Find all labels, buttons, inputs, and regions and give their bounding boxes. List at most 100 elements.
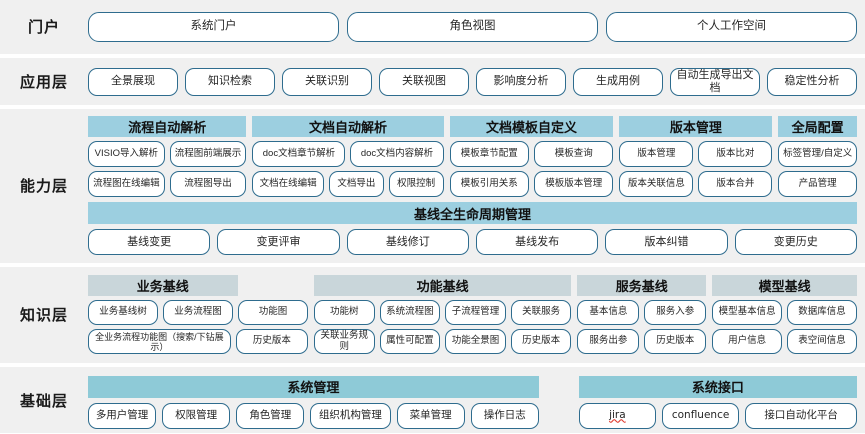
version-correction[interactable]: 版本纠错 <box>605 229 728 256</box>
knowledge-row: 模型基本信息 数据库信息 <box>712 300 858 326</box>
kn-full-business-process-function-chart[interactable]: 全业务流程功能图（搜索/下钻展示） <box>88 329 231 355</box>
base-interface-automation-platform[interactable]: 接口自动化平台 <box>745 402 858 429</box>
group-header-doc-parse: 文档自动解析 <box>252 116 444 138</box>
kn-history-version-function[interactable]: 历史版本 <box>510 329 572 355</box>
base-confluence[interactable]: confluence <box>661 402 740 429</box>
capability-row: 标签管理/自定义 <box>778 141 858 168</box>
change-review[interactable]: 变更评审 <box>217 229 340 256</box>
kn-service-input-param[interactable]: 服务入参 <box>644 300 707 326</box>
cap-template-reference-relation[interactable]: 模板引用关系 <box>449 171 529 198</box>
group-header-doc-template: 文档模板自定义 <box>449 116 614 138</box>
kn-business-baseline-tree[interactable]: 业务基线树 <box>88 300 158 326</box>
kn-function-panorama[interactable]: 功能全景图 <box>445 329 506 355</box>
app-item-relation-view[interactable]: 关联视图 <box>379 67 469 96</box>
knowledge-group-service-baseline: 服务基线 基本信息 服务入参 服务出参 历史版本 <box>577 275 707 355</box>
portal-item-system-portal[interactable]: 系统门户 <box>88 11 339 42</box>
foundation-group-system-management: 系统管理 多用户管理 权限管理 角色管理 组织机构管理 菜单管理 操作日志 <box>88 375 539 429</box>
layer-knowledge: 知识层 业务基线 业务基线树 业务流程图 功能图 全业务流程功能图（搜索/下钻展… <box>0 266 865 363</box>
portal-item-role-view[interactable]: 角色视图 <box>347 11 598 42</box>
kn-history-version-business[interactable]: 历史版本 <box>235 329 308 355</box>
group-header-model-baseline: 模型基线 <box>712 275 857 297</box>
kn-history-version-service[interactable]: 历史版本 <box>644 329 707 355</box>
knowledge-row: 服务出参 历史版本 <box>577 329 707 355</box>
app-item-auto-export-doc[interactable]: 自动生成导出文档 <box>670 67 760 96</box>
cap-doc-export[interactable]: 文档导出 <box>328 171 384 198</box>
baseline-change[interactable]: 基线变更 <box>88 229 211 256</box>
cap-template-version-mgmt[interactable]: 模板版本管理 <box>534 171 614 198</box>
cap-tag-management-custom[interactable]: 标签管理/自定义 <box>778 141 858 168</box>
capability-row: VISIO导入解析 流程图前端展示 <box>88 141 247 168</box>
knowledge-row: 基本信息 服务入参 <box>577 300 707 326</box>
kn-subprocess-management[interactable]: 子流程管理 <box>445 300 506 326</box>
group-header-version-mgmt: 版本管理 <box>619 116 773 138</box>
capability-group-process-parse: 流程自动解析 VISIO导入解析 流程图前端展示 流程图在线编辑 流程图导出 <box>88 116 247 198</box>
knowledge-row: 全业务流程功能图（搜索/下钻展示） 历史版本 <box>88 329 308 355</box>
kn-service-output-param[interactable]: 服务出参 <box>577 329 640 355</box>
baseline-revision[interactable]: 基线修订 <box>346 229 469 256</box>
kn-attribute-configurable[interactable]: 属性可配置 <box>379 329 441 355</box>
base-menu-management[interactable]: 菜单管理 <box>396 402 465 429</box>
capability-group-version-mgmt: 版本管理 版本管理 版本比对 版本关联信息 版本合并 <box>619 116 773 198</box>
kn-user-info[interactable]: 用户信息 <box>712 329 783 355</box>
cap-flowchart-export[interactable]: 流程图导出 <box>169 171 247 198</box>
cap-template-chapter-config[interactable]: 模板章节配置 <box>449 141 529 168</box>
knowledge-group-model-baseline: 模型基线 模型基本信息 数据库信息 用户信息 表空间信息 <box>712 275 858 355</box>
cap-version-merge[interactable]: 版本合并 <box>698 171 773 198</box>
layer-knowledge-body: 业务基线 业务基线树 业务流程图 功能图 全业务流程功能图（搜索/下钻展示） 历… <box>88 270 865 359</box>
knowledge-groups: 业务基线 业务基线树 业务流程图 功能图 全业务流程功能图（搜索/下钻展示） 历… <box>88 275 858 355</box>
cap-flowchart-frontend-display[interactable]: 流程图前端展示 <box>169 141 247 168</box>
foundation-groups: 系统管理 多用户管理 权限管理 角色管理 组织机构管理 菜单管理 操作日志 系统… <box>88 372 858 429</box>
layer-portal-body: 系统门户 角色视图 个人工作空间 <box>88 4 865 50</box>
knowledge-row: 用户信息 表空间信息 <box>712 329 858 355</box>
app-item-stability-analysis[interactable]: 稳定性分析 <box>767 67 857 96</box>
kn-database-info[interactable]: 数据库信息 <box>787 300 858 326</box>
layer-application-body: 全景展现 知识检索 关联识别 关联视图 影响度分析 生成用例 自动生成导出文档 … <box>88 60 865 104</box>
kn-model-basic-info[interactable]: 模型基本信息 <box>712 300 783 326</box>
app-item-panorama[interactable]: 全景展现 <box>88 67 178 96</box>
kn-system-flowchart[interactable]: 系统流程图 <box>379 300 441 326</box>
app-item-generate-usecase[interactable]: 生成用例 <box>573 67 663 96</box>
change-history[interactable]: 变更历史 <box>734 229 857 256</box>
base-role-management[interactable]: 角色管理 <box>236 402 305 429</box>
capability-row: 产品管理 <box>778 171 858 198</box>
kn-related-service[interactable]: 关联服务 <box>510 300 572 326</box>
app-item-impact-analysis[interactable]: 影响度分析 <box>476 67 566 96</box>
cap-visio-import-parse[interactable]: VISIO导入解析 <box>88 141 165 168</box>
cap-template-query[interactable]: 模板查询 <box>534 141 614 168</box>
cap-doc-chapter-parse[interactable]: doc文档章节解析 <box>252 141 346 168</box>
kn-business-flowchart[interactable]: 业务流程图 <box>162 300 233 326</box>
layer-label-portal: 门户 <box>27 19 60 37</box>
kn-function-tree[interactable]: 功能树 <box>313 300 375 326</box>
kn-related-business-rule[interactable]: 关联业务规则 <box>313 329 375 355</box>
cap-doc-content-parse[interactable]: doc文档内容解析 <box>350 141 444 168</box>
app-item-knowledge-search[interactable]: 知识检索 <box>185 67 275 96</box>
base-multi-user-management[interactable]: 多用户管理 <box>88 402 157 429</box>
cap-doc-online-edit[interactable]: 文档在线编辑 <box>252 171 324 198</box>
app-item-relation-recognition[interactable]: 关联识别 <box>282 67 372 96</box>
cap-flowchart-online-edit[interactable]: 流程图在线编辑 <box>88 171 165 198</box>
knowledge-row: 关联业务规则 属性可配置 功能全景图 历史版本 <box>313 329 572 355</box>
kn-tablespace-info[interactable]: 表空间信息 <box>787 329 858 355</box>
baseline-release[interactable]: 基线发布 <box>475 229 599 256</box>
group-header-process-parse: 流程自动解析 <box>88 116 247 138</box>
base-permission-management[interactable]: 权限管理 <box>162 402 231 429</box>
kn-service-basic-info[interactable]: 基本信息 <box>577 300 640 326</box>
foundation-row: 多用户管理 权限管理 角色管理 组织机构管理 菜单管理 操作日志 <box>88 402 539 429</box>
kn-function-chart[interactable]: 功能图 <box>237 300 308 326</box>
capability-row: 版本管理 版本比对 <box>619 141 773 168</box>
cap-permission-control[interactable]: 权限控制 <box>388 171 444 198</box>
cap-version-management[interactable]: 版本管理 <box>619 141 694 168</box>
cap-version-relation-info[interactable]: 版本关联信息 <box>619 171 694 198</box>
portal-item-personal-workspace[interactable]: 个人工作空间 <box>606 11 857 42</box>
capability-row: doc文档章节解析 doc文档内容解析 <box>252 141 444 168</box>
layer-foundation: 基础层 系统管理 多用户管理 权限管理 角色管理 组织机构管理 菜单管理 操作日… <box>0 367 865 433</box>
cap-product-management[interactable]: 产品管理 <box>778 171 858 198</box>
base-org-structure-management[interactable]: 组织机构管理 <box>310 402 391 429</box>
layer-label-capability: 能力层 <box>19 178 68 196</box>
foundation-row: jira confluence 接口自动化平台 <box>578 402 858 429</box>
cap-version-compare[interactable]: 版本比对 <box>698 141 773 168</box>
knowledge-group-function-baseline: 功能基线 功能树 系统流程图 子流程管理 关联服务 关联业务规则 属性可配置 功… <box>313 275 572 355</box>
base-operation-log[interactable]: 操作日志 <box>470 402 539 429</box>
base-jira[interactable]: jira <box>578 402 656 429</box>
